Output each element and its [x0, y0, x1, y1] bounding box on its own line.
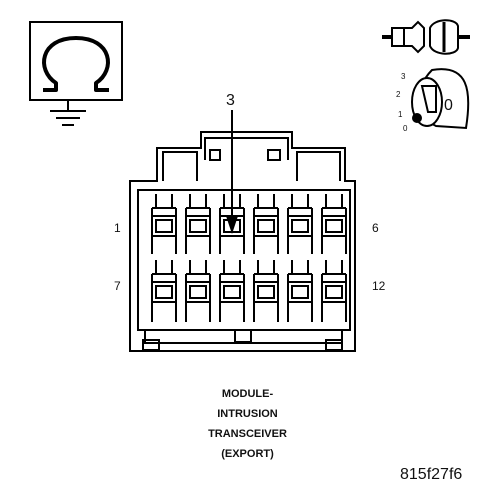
connector-cavity-8	[185, 260, 211, 322]
pin-label-6: 6	[372, 221, 379, 235]
cavity-grid	[151, 194, 347, 322]
connector-cavity-9	[219, 260, 245, 322]
caption-line-1: MODULE-	[221, 388, 274, 400]
ignition-switch-icon	[411, 68, 470, 130]
pin-callout-label: 3	[226, 92, 235, 109]
connector-cavity-2	[185, 194, 211, 254]
connector-cavity-10	[253, 260, 279, 322]
pin-label-1: 1	[114, 221, 121, 235]
ohm-meter-icon	[29, 21, 123, 126]
connector-body	[129, 131, 356, 352]
connector-cavity-5	[287, 194, 313, 254]
connector-cavity-11	[287, 260, 313, 322]
connector-cavity-7	[151, 260, 177, 322]
connector-cavity-12	[321, 260, 347, 322]
caption-line-2: INTRUSION	[217, 408, 278, 420]
pin-3-callout-arrow	[226, 110, 238, 234]
caption-line-4: (EXPORT)	[221, 448, 274, 460]
ignition-key-label: 0	[444, 97, 453, 114]
disconnected-connector-icon	[382, 19, 470, 55]
ignition-position-0: 0	[403, 124, 408, 133]
ignition-position-3: 3	[401, 72, 406, 81]
connector-cavity-1	[151, 194, 177, 254]
ignition-position-1: 1	[398, 110, 403, 119]
pin-label-12: 12	[372, 279, 386, 293]
connector-cavity-4	[253, 194, 279, 254]
pin-label-7: 7	[114, 279, 121, 293]
connector-cavity-6	[321, 194, 347, 254]
caption-line-3: TRANSCEIVER	[208, 428, 287, 440]
figure-code: 815f27f6	[400, 466, 463, 483]
ignition-position-2: 2	[396, 90, 401, 99]
connector-caption: MODULE- INTRUSION TRANSCEIVER (EXPORT)	[160, 384, 335, 464]
